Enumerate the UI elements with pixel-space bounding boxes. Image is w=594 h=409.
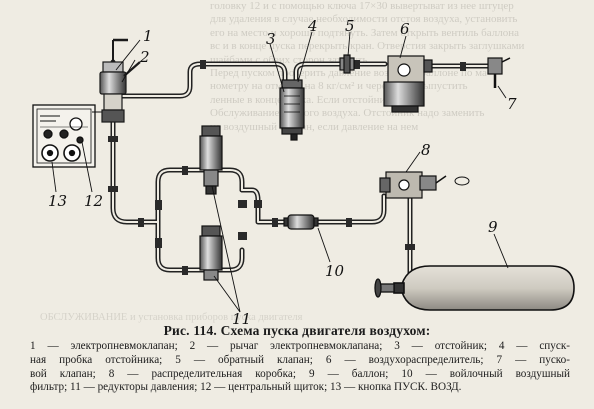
callout-9: 9 <box>488 218 498 236</box>
tank-valve <box>374 278 395 298</box>
distribution-box <box>379 171 470 199</box>
figure-legend: 1 — электропневмоклапан; 2 — рычаг элект… <box>30 340 570 395</box>
legend-line: фильтр; 11 — редукторы давления; 12 — це… <box>30 381 462 394</box>
callout-10: 10 <box>325 262 345 280</box>
electropneumatic-valve <box>99 38 128 123</box>
central-panel <box>32 104 100 168</box>
legend-line: ная пробка отстойника; 5 — обратный клап… <box>30 353 570 366</box>
figure-number: Рис. 114. <box>163 323 218 338</box>
bleed-line: на воздушный клапан, если давление на не… <box>210 120 419 133</box>
pressure-reducer-lower <box>199 225 223 281</box>
start-valve <box>487 57 511 88</box>
air-tank <box>393 265 575 311</box>
bleed-line: вс и в конце пуска перекрыть кран. Отвер… <box>210 40 525 53</box>
check-valve <box>339 54 355 74</box>
air-pipes <box>95 59 491 301</box>
callout-12: 12 <box>84 192 104 210</box>
bleed-line: для удаления в случае необходимости отст… <box>210 13 518 26</box>
callout-13: 13 <box>48 192 68 210</box>
settler-drain-plug <box>290 133 298 141</box>
pipe-fittings <box>108 60 466 275</box>
figure-caption: Рис. 114. Схема пуска двигателя воздухом… <box>0 323 594 339</box>
bleed-line: головку 12 и с помощью ключа 17×30 вывер… <box>210 0 514 12</box>
legend-line: вой клапан; 8 — распределительная коробк… <box>30 367 570 380</box>
callout-8: 8 <box>421 141 431 159</box>
callout-2: 2 <box>140 48 150 66</box>
callout-leaders <box>51 31 509 313</box>
felt-air-filter <box>283 214 319 230</box>
callout-7: 7 <box>507 95 517 113</box>
legend-line: 1 — электропневмоклапан; 2 — рычаг элект… <box>30 340 570 352</box>
callout-4: 4 <box>308 17 318 35</box>
callout-3: 3 <box>266 30 276 48</box>
pressure-reducer-upper <box>199 125 223 195</box>
figure-title: Схема пуска двигателя воздухом: <box>220 323 431 338</box>
callout-5: 5 <box>345 17 355 35</box>
bleed-line: его на место и хорошо подтянуть. Затем о… <box>210 26 519 39</box>
callout-11: 11 <box>232 310 252 328</box>
settler <box>279 79 305 135</box>
air-distributor <box>383 55 433 113</box>
callout-6: 6 <box>400 20 410 38</box>
bleed-through-bottom: ОБСЛУЖИВАНИЕ и установка приборов пуска … <box>40 312 303 323</box>
bleed-through-text: головку 12 и с помощью ключа 17×30 вывер… <box>210 0 594 136</box>
callout-1: 1 <box>143 27 153 45</box>
